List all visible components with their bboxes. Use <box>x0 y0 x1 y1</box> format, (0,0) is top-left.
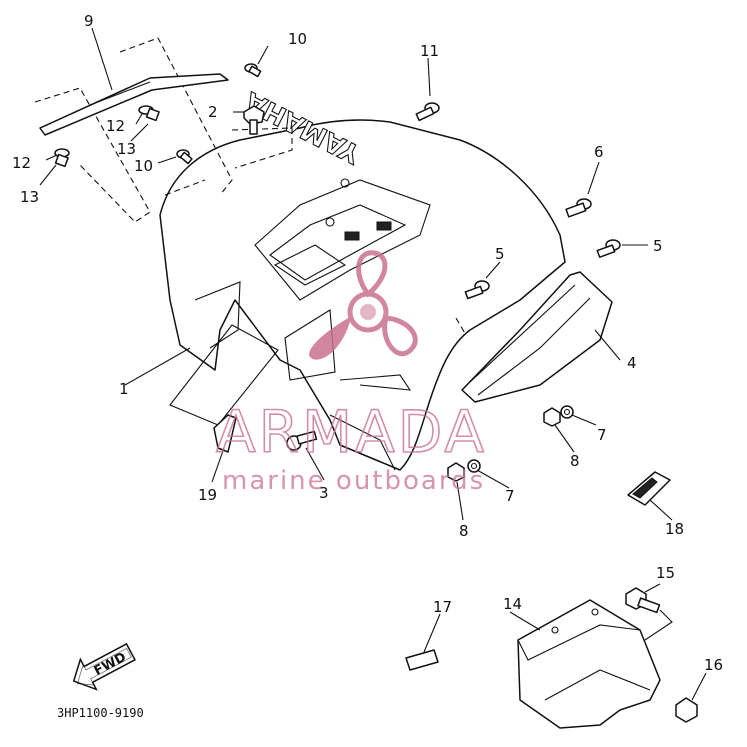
callout-8-bottom: 8 <box>459 522 469 540</box>
callout-10-left: 10 <box>134 157 153 175</box>
callout-10-top: 10 <box>288 30 307 48</box>
callout-7-right: 7 <box>597 426 607 444</box>
nut-8-bottom-icon <box>447 462 465 482</box>
screw-5-right-icon <box>596 239 621 258</box>
nut-16-icon <box>675 697 698 723</box>
watermark-subtitle: marine outboards <box>222 466 485 496</box>
clip-part <box>627 471 671 506</box>
screw-6-icon <box>565 198 592 218</box>
nut-13-left-icon <box>54 153 69 168</box>
callout-11: 11 <box>420 42 439 60</box>
callout-7-bottom: 7 <box>505 487 515 505</box>
screw-10-left-icon <box>176 149 193 165</box>
callout-17: 17 <box>433 598 452 616</box>
callout-15: 15 <box>656 564 675 582</box>
guide-lines <box>34 37 467 426</box>
watermark-title: ARMADA <box>216 398 487 466</box>
callout-14: 14 <box>503 595 522 613</box>
callout-12-top: 12 <box>106 117 125 135</box>
callout-6: 6 <box>594 143 604 161</box>
callout-19: 19 <box>198 486 217 504</box>
callout-3: 3 <box>319 484 329 502</box>
callout-2: 2 <box>208 103 218 121</box>
callout-16: 16 <box>704 656 723 674</box>
washer-7-bottom-icon <box>467 459 481 473</box>
leader-lines <box>39 27 707 701</box>
screw-10-top-icon <box>244 63 262 78</box>
bolt-2-icon <box>243 105 265 135</box>
bracket-part <box>213 414 237 453</box>
pad-part <box>405 649 439 671</box>
trim-strip <box>39 73 229 136</box>
screw-11-icon <box>415 102 440 122</box>
callout-labels: 9 10 11 2 12 13 10 12 13 6 5 5 4 1 7 8 1… <box>12 12 723 674</box>
tool-box <box>517 599 661 729</box>
callout-13-left: 13 <box>20 188 39 206</box>
callout-18: 18 <box>665 520 684 538</box>
callout-9: 9 <box>84 12 94 30</box>
propeller-logo-icon <box>308 250 418 360</box>
watermark: ARMADA marine outboards <box>215 250 487 496</box>
forward-direction-arrow: FWD <box>72 642 136 691</box>
callout-8-right: 8 <box>570 452 580 470</box>
callout-12-left: 12 <box>12 154 31 172</box>
screw-5-center-icon <box>464 280 490 300</box>
fasteners <box>54 63 698 723</box>
callout-4: 4 <box>627 354 637 372</box>
bolt-15-icon <box>625 587 661 614</box>
diagram-code: 3HP1100-9190 <box>57 706 144 720</box>
callout-13-top: 13 <box>117 140 136 158</box>
nut-13-top-icon <box>145 107 160 122</box>
callout-5-right: 5 <box>653 237 663 255</box>
bolt-3-icon <box>286 430 318 451</box>
callout-1: 1 <box>119 380 129 398</box>
side-panel <box>461 271 613 403</box>
washer-7-right-icon <box>560 405 574 419</box>
nut-8-right-icon <box>543 407 561 427</box>
callout-5-center: 5 <box>495 245 505 263</box>
